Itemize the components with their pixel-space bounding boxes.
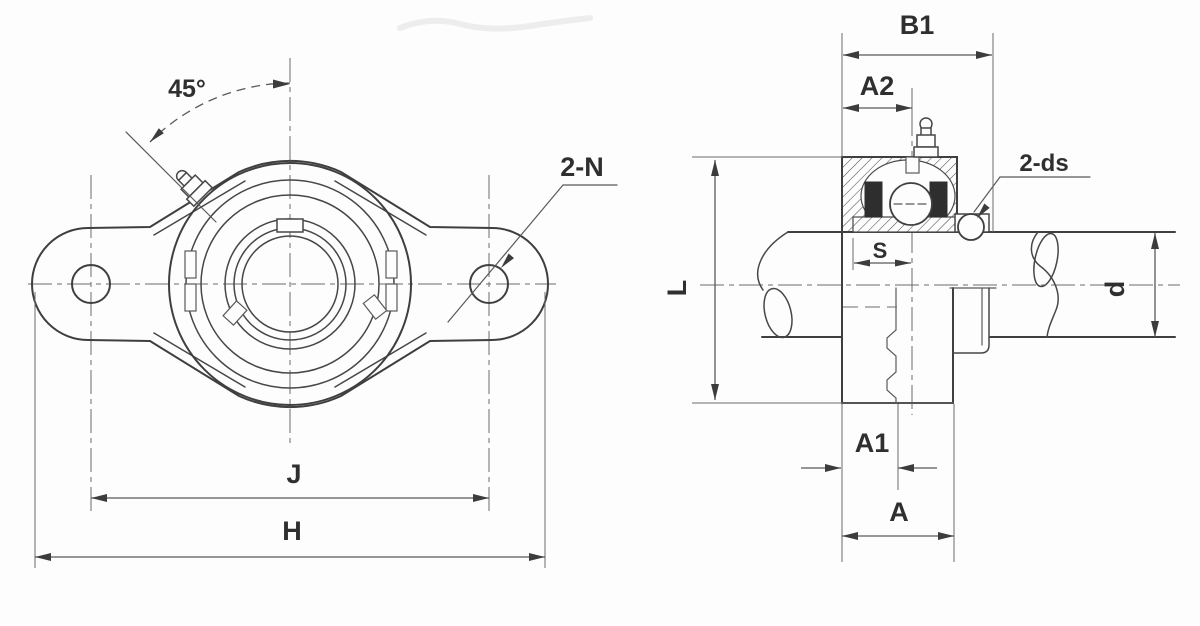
housing-lower bbox=[841, 231, 997, 404]
grease-fitting-front bbox=[175, 169, 214, 208]
bolt-holes-callout: 2-N bbox=[447, 152, 618, 323]
bolt-hole-left bbox=[71, 264, 111, 304]
flange-height-dim-label: L bbox=[662, 280, 692, 297]
front-view: 45° 2-N J H bbox=[28, 58, 618, 568]
dimension-h: H bbox=[34, 292, 546, 568]
chamfer-line-bottom-left bbox=[153, 332, 246, 388]
cast-pads bbox=[184, 250, 398, 326]
shaft-break-right bbox=[1033, 232, 1059, 288]
ring-offset-dim-label: S bbox=[873, 238, 888, 263]
total-width-dim-label: B1 bbox=[900, 10, 935, 40]
dimension-a1: A1 bbox=[801, 404, 937, 562]
dimension-a: A bbox=[842, 404, 955, 562]
set-screw-callout: 2-ds bbox=[973, 150, 1091, 218]
grease-port bbox=[905, 156, 920, 174]
locking-collar bbox=[954, 213, 990, 241]
bolt-spacing-dim-label: J bbox=[286, 459, 301, 489]
overall-width-dim-label: H bbox=[282, 516, 302, 546]
grease-fitting-side bbox=[913, 117, 939, 158]
side-view: L B1 A2 S bbox=[662, 10, 1180, 562]
chamfer-line-bottom-right bbox=[334, 332, 427, 388]
dimension-a2: A2 bbox=[843, 71, 912, 112]
dimension-s: S bbox=[852, 238, 911, 270]
set-screw-label: 2-ds bbox=[1019, 150, 1068, 177]
flange-outline bbox=[31, 159, 549, 409]
dimension-l: L bbox=[662, 156, 953, 404]
scan-smudge bbox=[397, 15, 593, 32]
housing-section bbox=[841, 156, 958, 233]
set-screw bbox=[957, 213, 985, 241]
angle-dim-label: 45° bbox=[168, 75, 206, 103]
flange-to-center-dim-label: A2 bbox=[860, 71, 895, 101]
shaft-break-left bbox=[763, 287, 793, 339]
bolt-hole-right bbox=[469, 264, 509, 304]
flange-thickness-dim-label: A1 bbox=[855, 428, 890, 458]
angle-dimension: 45° bbox=[149, 75, 291, 143]
seal-left bbox=[864, 181, 883, 218]
dimension-j: J bbox=[91, 459, 489, 502]
dimension-d: d bbox=[1100, 233, 1159, 337]
setscrew-notch bbox=[276, 218, 304, 233]
dimension-b1: B1 bbox=[841, 10, 994, 232]
seal-right bbox=[929, 181, 948, 218]
housing-width-dim-label: A bbox=[889, 497, 909, 527]
bolt-holes-label: 2-N bbox=[560, 152, 604, 182]
angle-45-line bbox=[125, 131, 217, 223]
section-break-line bbox=[886, 287, 897, 404]
bearing-circles bbox=[168, 162, 412, 406]
shaft-diameter-dim-label: d bbox=[1100, 281, 1130, 298]
chamfer-line-top-left bbox=[153, 180, 246, 236]
chamfer-line-top-right bbox=[334, 180, 427, 236]
